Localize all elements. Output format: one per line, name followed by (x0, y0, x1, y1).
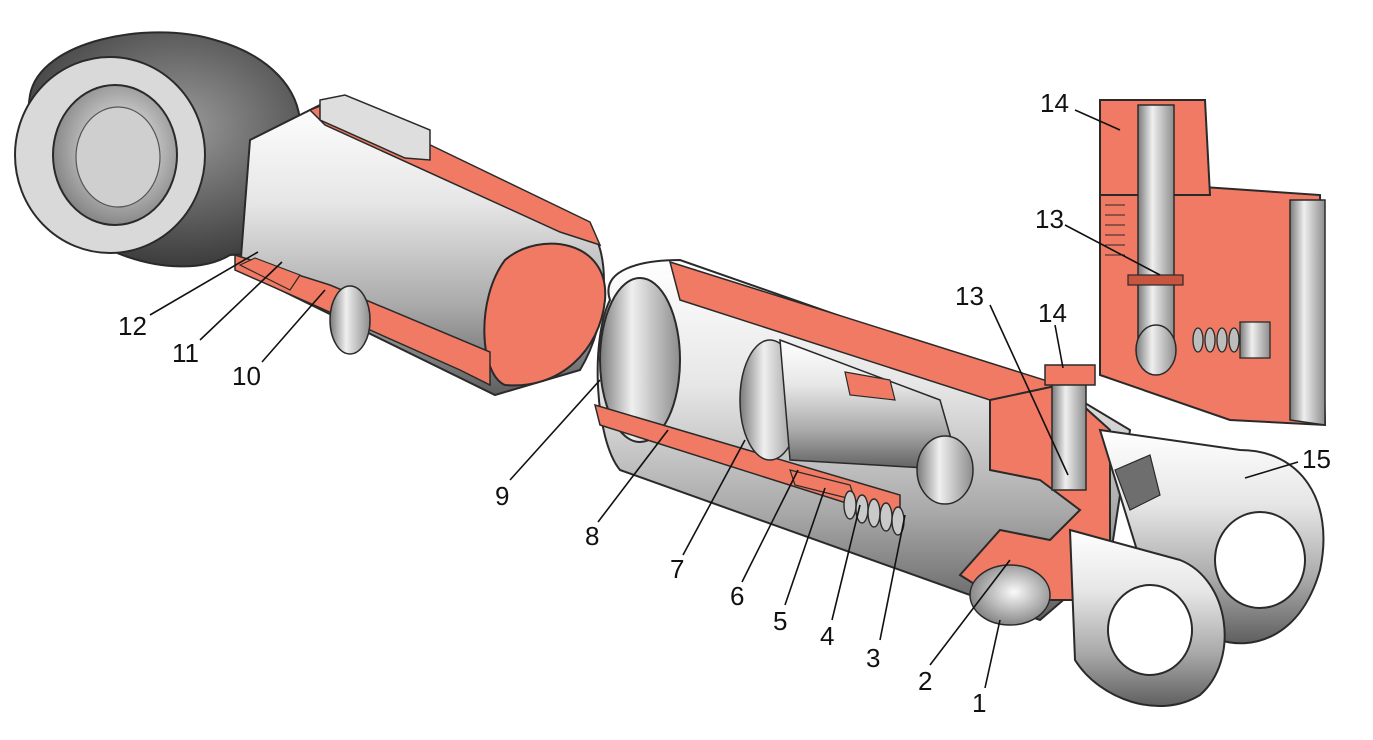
callout-8: 8 (585, 521, 599, 551)
rod-eye-assembly (14, 31, 607, 397)
inset-seal (1127, 274, 1184, 286)
callout-15: 15 (1302, 444, 1331, 474)
clevis (1068, 428, 1325, 708)
inset-pin (1137, 104, 1175, 356)
bleed-valve (1051, 379, 1087, 491)
spring (843, 490, 905, 536)
callout-12: 12 (118, 311, 147, 341)
rod-end-face (483, 242, 607, 387)
callout-14-main: 14 (1038, 298, 1067, 328)
callout-13-main: 13 (955, 281, 984, 311)
callout-14-inset: 14 (1040, 88, 1069, 118)
rod-collar (319, 94, 431, 161)
valve-detail-inset (1099, 99, 1327, 427)
callout-5: 5 (773, 606, 787, 636)
inset-spring (1192, 327, 1240, 353)
seal-upper (844, 371, 896, 401)
callout-1: 1 (972, 688, 986, 718)
callout-labels: 1 2 3 4 5 6 7 8 9 10 11 12 13 14 13 14 1… (118, 88, 1331, 718)
callout-7: 7 (670, 554, 684, 584)
callout-13-inset: 13 (1035, 204, 1064, 234)
callout-6: 6 (730, 581, 744, 611)
callout-4: 4 (820, 621, 834, 651)
leader-lines (149, 109, 1299, 689)
callout-10: 10 (232, 361, 261, 391)
callout-3: 3 (866, 643, 880, 673)
piston-valve (916, 435, 974, 505)
callout-9: 9 (495, 481, 509, 511)
callout-2: 2 (918, 666, 932, 696)
barrel-end (599, 277, 681, 443)
callout-11: 11 (172, 338, 199, 368)
